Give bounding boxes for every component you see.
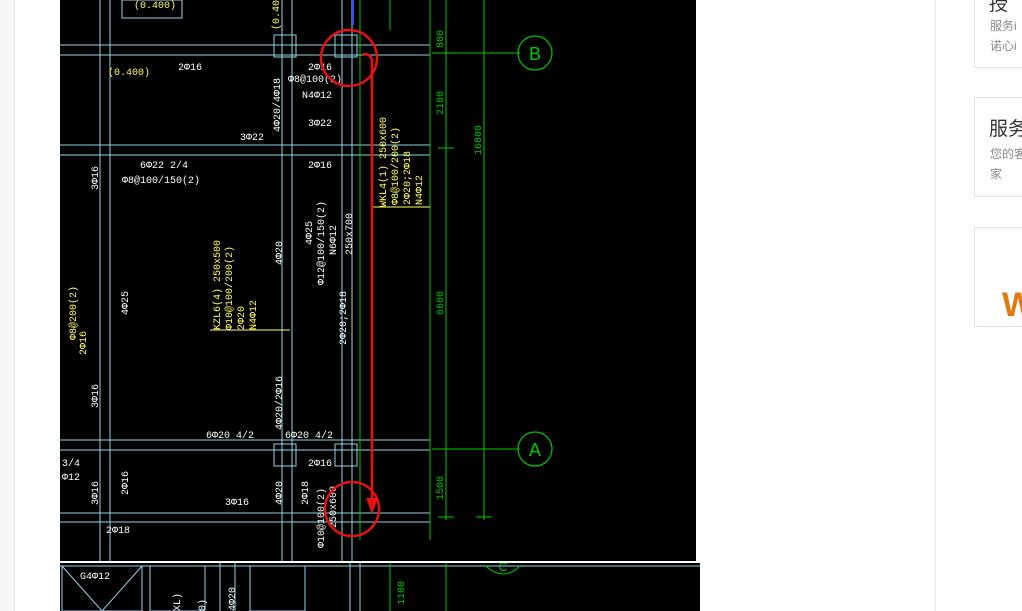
note-34: 250x700 bbox=[345, 213, 356, 255]
note-27: 2Φ16 bbox=[121, 471, 132, 495]
note-9: 2Φ16 bbox=[308, 63, 332, 74]
white-rebar-notes: Φ8@100(2) N4Φ12 2Φ16 3Φ22 3Φ22 6Φ22 2/4 … bbox=[62, 63, 356, 548]
brand-logo-text: W bbox=[1002, 286, 1022, 324]
note-8: 4Φ20/4Φ18 bbox=[272, 78, 284, 132]
beam-outlines bbox=[60, 0, 430, 561]
sidebar-card-3[interactable]: W bbox=[974, 227, 1022, 327]
sidebar-card-1-title: 授 bbox=[989, 0, 1009, 15]
dim-16800: 16800 bbox=[474, 125, 485, 155]
note-3: 2Φ16 bbox=[178, 63, 202, 74]
sidebar-card-1-desc-2: 诺心i bbox=[990, 39, 1017, 53]
kzl-label: KZL6(4) 250x500 bbox=[212, 240, 224, 330]
highlight-circle-top bbox=[319, 28, 379, 88]
note-16: 2Φ20;2Φ18 bbox=[339, 291, 350, 345]
kzl-stirrup: Φ10@100/200(2) bbox=[224, 246, 236, 330]
arrow-head-icon bbox=[366, 498, 378, 514]
note-22: 6Φ20 4/2 bbox=[285, 430, 333, 442]
note-13: 3Φ16 bbox=[91, 166, 102, 190]
dim-6600: 6600 bbox=[436, 291, 447, 315]
note-2: N4Φ12 bbox=[302, 91, 332, 102]
note-11: Φ12@100/150(2) bbox=[316, 201, 328, 285]
cad-drawing-image: B A 800 2100 6600 1500 16800 WKL4(1) 250… bbox=[60, 0, 696, 561]
axis-marker-b: B bbox=[517, 35, 553, 71]
sidebar-card-2-desc-2: 家 bbox=[990, 167, 1003, 181]
sidebar-card-2-title: 服务 bbox=[989, 119, 1022, 140]
note-4: 3Φ22 bbox=[240, 133, 264, 144]
sidebar-card-2-desc-1: 您的客 bbox=[990, 147, 1022, 161]
note-10: 4Φ25 bbox=[305, 221, 316, 245]
elev-note-2: (0.400) bbox=[134, 0, 176, 12]
dimension-lines bbox=[359, 0, 520, 540]
bottom-note-2: 0) bbox=[197, 599, 209, 611]
axis-label-b: B bbox=[529, 44, 541, 64]
note-25: Φ12 bbox=[62, 473, 80, 484]
note-28: 4Φ20 bbox=[275, 481, 286, 505]
arrow-line bbox=[362, 52, 374, 500]
note-30: 3Φ16 bbox=[225, 498, 249, 509]
kzl-waist: N4Φ12 bbox=[249, 300, 260, 330]
sidebar-card-2[interactable]: 服务 您的客 家 bbox=[974, 97, 1022, 197]
note-15: 4Φ25 bbox=[121, 291, 132, 315]
note-7: Φ8@100/150(2) bbox=[122, 175, 200, 187]
note-18: 2Φ16 bbox=[308, 161, 332, 172]
note-1: Φ8@100(2) bbox=[288, 74, 342, 86]
axis-marker-a: A bbox=[517, 431, 553, 467]
left-gutter bbox=[0, 0, 15, 611]
wkl-stirrup: Φ8@100/200(2) bbox=[390, 127, 402, 205]
wkl-label: WKL4(1) 250x600 bbox=[378, 117, 390, 207]
dim-800: 800 bbox=[436, 30, 447, 48]
axis-label-a: A bbox=[529, 440, 541, 460]
wkl-waist: N4Φ12 bbox=[415, 175, 426, 205]
bottom-note-1: XL) bbox=[172, 593, 184, 611]
kzl-main: 2Φ20 bbox=[237, 306, 248, 330]
note-14: 4Φ20 bbox=[275, 241, 286, 265]
note-29: 2Φ18 bbox=[301, 481, 312, 505]
note-6: 6Φ22 2/4 bbox=[140, 160, 188, 172]
yellow-beam-labels: WKL4(1) 250x600 Φ8@100/200(2) 2Φ20;2Φ18 … bbox=[68, 0, 430, 355]
note-12: N6Φ12 bbox=[329, 225, 340, 255]
sidebar-card-1[interactable]: 授 服务i 诺心i bbox=[974, 0, 1022, 68]
dim-1500: 1500 bbox=[436, 476, 447, 500]
highlight-circle-bottom bbox=[323, 480, 381, 538]
note-31: 2Φ18 bbox=[106, 526, 130, 537]
note-24: 3/4 bbox=[62, 458, 80, 470]
dim-2100: 2100 bbox=[436, 91, 447, 115]
note-21: 6Φ20 4/2 bbox=[206, 430, 254, 442]
left-stirrup-yellow: Φ8@200(2) bbox=[68, 286, 80, 340]
axis-label-c: C bbox=[499, 563, 508, 574]
note-20: 4Φ20/2Φ16 bbox=[274, 376, 286, 430]
cad-drawing-image-2: G4Φ12 XL) 0) 4Φ20 1100 C bbox=[60, 563, 700, 611]
elev-note-3: (0.400) bbox=[271, 0, 283, 30]
bottom-note-3: 4Φ20 bbox=[228, 587, 239, 611]
elev-note-1: (0.400) bbox=[108, 67, 150, 79]
dim-1100: 1100 bbox=[397, 581, 408, 605]
red-annotation bbox=[319, 28, 381, 538]
left-main-yellow: 2Φ16 bbox=[79, 331, 90, 355]
wkl-main: 2Φ20;2Φ18 bbox=[403, 151, 414, 205]
g4-label: G4Φ12 bbox=[80, 572, 110, 583]
sidebar-card-1-desc-1: 服务i bbox=[990, 19, 1017, 33]
note-19: 3Φ16 bbox=[91, 384, 102, 408]
note-23: 2Φ16 bbox=[308, 459, 332, 470]
brand-logo-icon: W bbox=[1002, 286, 1022, 324]
dimension-texts: 800 2100 6600 1500 16800 bbox=[436, 30, 485, 500]
note-5: 3Φ22 bbox=[308, 119, 332, 130]
note-26: 3Φ16 bbox=[91, 481, 102, 505]
note-33: 250x600 bbox=[329, 486, 340, 528]
